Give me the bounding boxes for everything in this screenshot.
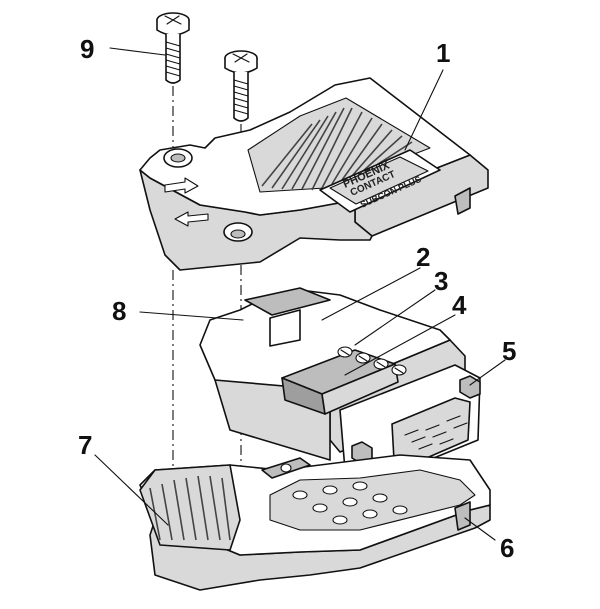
leader-lines <box>94 47 506 541</box>
callout-1: 1 <box>436 38 450 68</box>
bottom-housing <box>139 454 491 591</box>
callout-4: 4 <box>452 290 467 320</box>
callout-5: 5 <box>502 336 516 366</box>
screw-left <box>156 12 190 84</box>
top-cover: PHOENIX CONTACT SUBCON PLUS <box>139 77 489 271</box>
callout-6: 6 <box>500 533 514 563</box>
callout-2: 2 <box>416 242 430 272</box>
callout-7: 7 <box>78 430 92 460</box>
callout-3: 3 <box>434 266 448 296</box>
callout-8: 8 <box>112 296 126 326</box>
screw-right <box>224 50 258 122</box>
callout-9: 9 <box>80 34 94 64</box>
inner-module <box>199 287 481 485</box>
